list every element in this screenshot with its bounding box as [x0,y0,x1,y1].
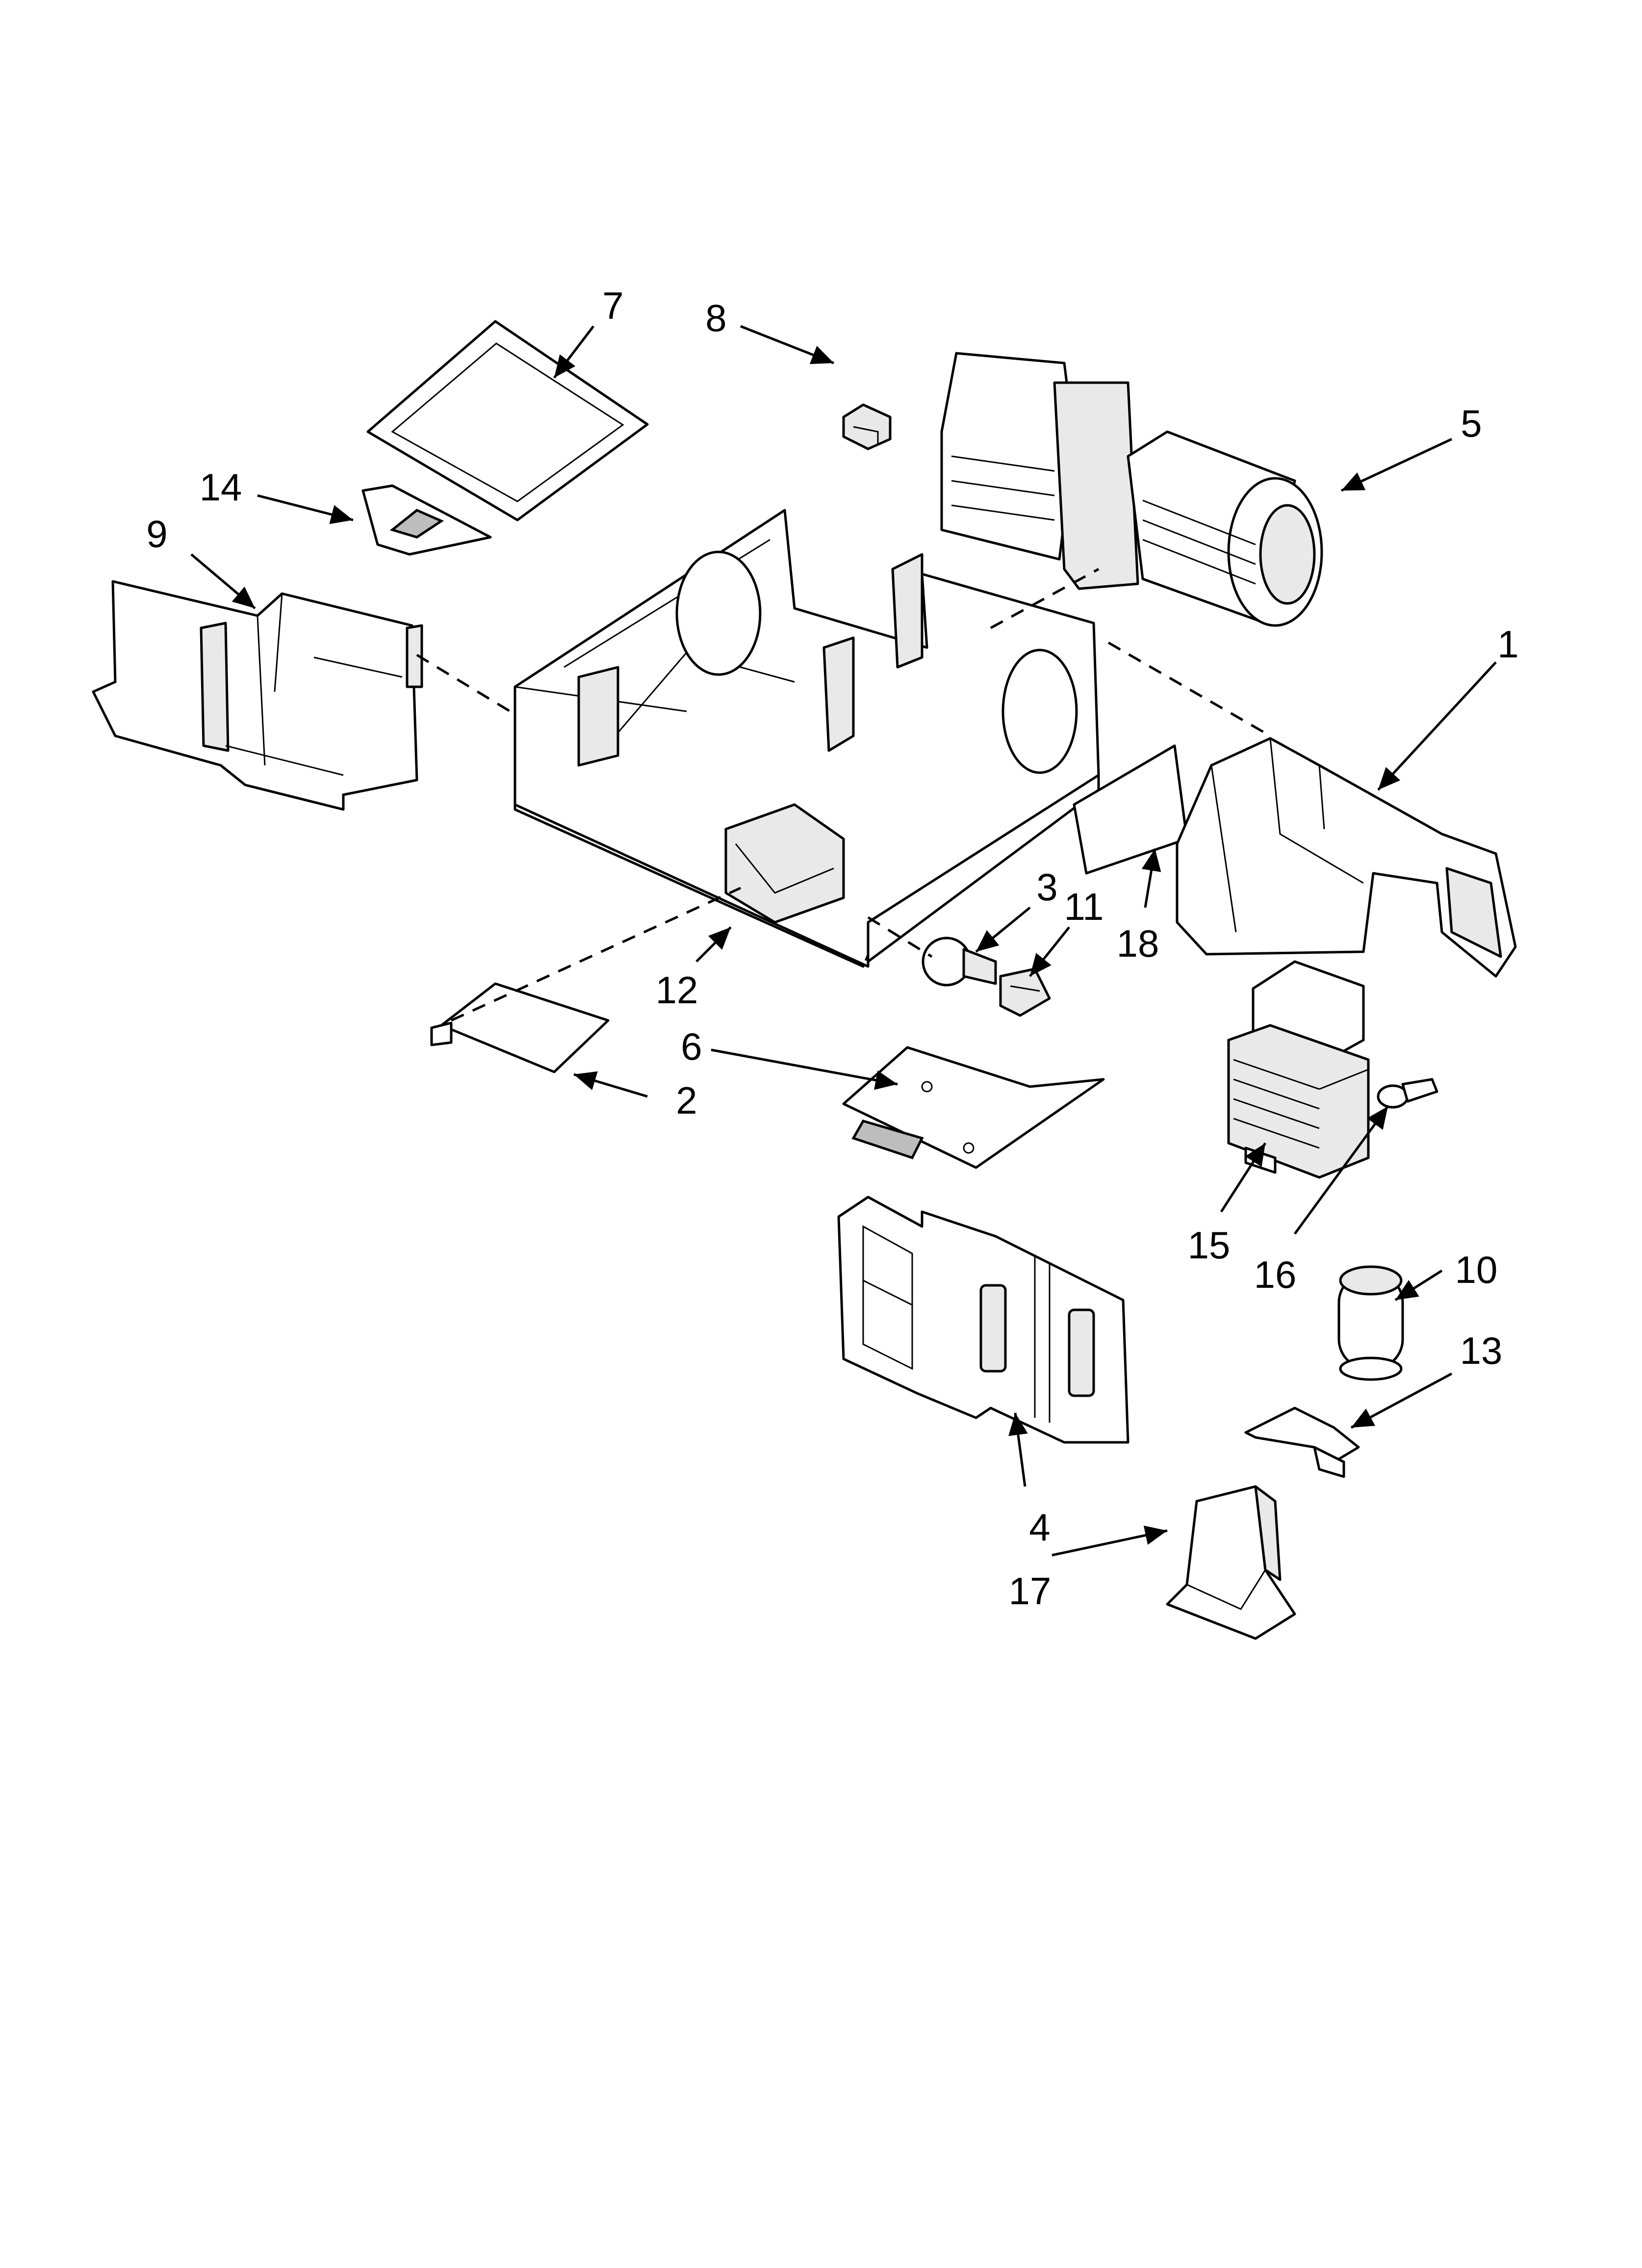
callout-14: 14 [200,466,242,509]
callout-1: 1 [1497,623,1518,666]
part-13-bracket [1244,1407,1360,1478]
part-10-capacitor [1337,1265,1404,1381]
callout-10: 10 [1455,1248,1498,1291]
part-12-base-cavity [513,509,1100,968]
callout-15: 15 [1188,1224,1231,1267]
callout-11: 11 [1064,885,1104,928]
callout-6: 6 [681,1025,702,1068]
part-6-shield-plate [842,1046,1105,1169]
callout-2: 2 [676,1079,697,1122]
part-8-connector [842,403,892,450]
part-5-blower-motor [940,352,1323,627]
leader-lines [190,325,1497,1557]
assembly-lines [416,568,1271,1022]
callout-8: 8 [705,296,726,339]
part-14-label-plate [361,484,492,556]
part-2-cover-plate [430,982,610,1073]
part-1-right-duct [1176,737,1517,978]
part-4-grille-panel [837,1196,1129,1444]
part-9-left-duct [92,580,423,811]
callout-5: 5 [1461,402,1482,445]
part-16-thermal-cutout [1377,1078,1438,1109]
part-7-filter-frame [366,320,649,521]
callout-17: 17 [1009,1569,1052,1613]
part-15-transformer [1227,960,1370,1179]
callout-16: 16 [1254,1253,1297,1296]
part-3-lamp-bulb [922,937,997,987]
callout-13: 13 [1460,1329,1503,1372]
callout-3: 3 [1036,865,1057,909]
part-17-duct-adaptor [1166,1485,1296,1640]
callout-4: 4 [1029,1506,1050,1549]
callout-7: 7 [602,284,623,327]
callout-18: 18 [1117,922,1159,965]
callout-12: 12 [656,968,698,1012]
part-11-lamp-socket [999,967,1051,1017]
callout-9: 9 [146,512,167,555]
callout-labels: 7 8 5 14 9 1 3 11 18 12 6 2 15 16 10 13 … [146,284,1518,1613]
